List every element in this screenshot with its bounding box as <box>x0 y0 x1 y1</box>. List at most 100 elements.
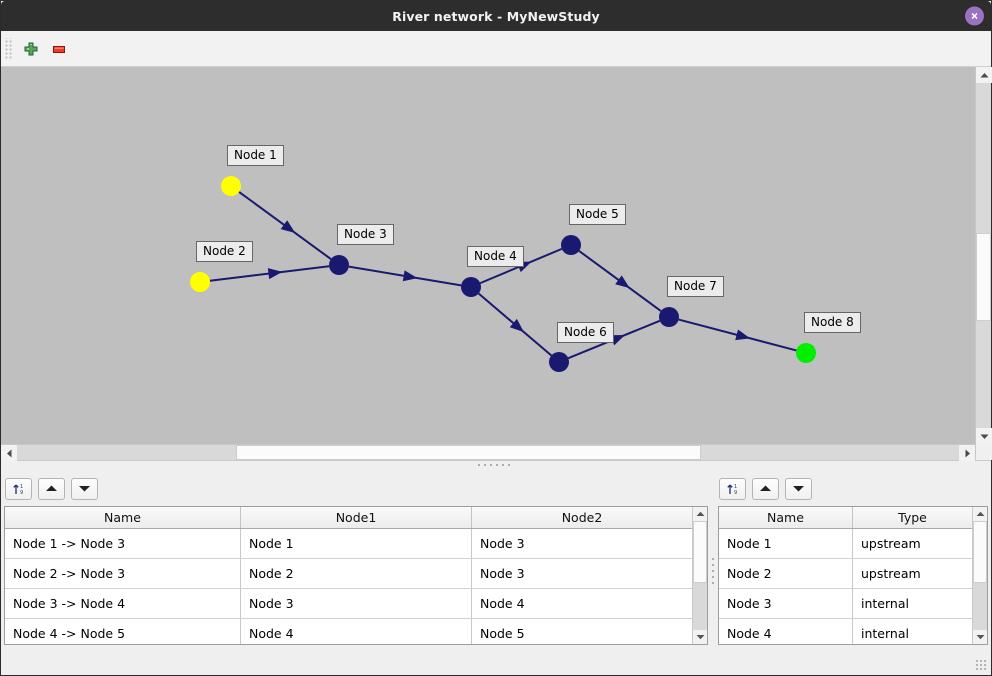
nodes-scroll-up-button[interactable] <box>973 507 987 521</box>
vertical-splitter[interactable] <box>711 471 715 675</box>
table-cell[interactable]: Node 2 -> Node 3 <box>5 558 241 589</box>
table-cell[interactable]: Node 5 <box>471 618 692 644</box>
table-cell[interactable]: internal <box>852 588 972 619</box>
toolbar-drag-handle[interactable] <box>5 37 13 60</box>
graph-node-label[interactable]: Node 1 <box>227 145 284 166</box>
window-title: River network - MyNewStudy <box>392 8 600 24</box>
column-header[interactable]: Node2 <box>471 507 692 529</box>
table-cell[interactable]: Node 4 <box>471 588 692 619</box>
nodes-sort-button[interactable]: 1 9 <box>719 477 746 500</box>
nodes-scroll-track[interactable] <box>973 521 987 630</box>
graph-node-label[interactable]: Node 2 <box>196 241 253 262</box>
main-toolbar <box>1 31 991 67</box>
branches-move-up-button[interactable] <box>38 477 65 500</box>
branches-sort-button[interactable]: 1 9 <box>5 477 32 500</box>
graph-node[interactable] <box>221 176 241 196</box>
graph-node-label[interactable]: Node 6 <box>557 322 614 343</box>
table-cell[interactable]: Node 4 <box>240 618 472 644</box>
nodes-statusbar <box>715 645 991 675</box>
column-header[interactable]: Name <box>5 507 241 529</box>
window-resize-grip[interactable] <box>976 660 988 672</box>
nodes-table-scrollbar[interactable] <box>972 507 987 644</box>
table-cell[interactable]: Node 1 <box>719 528 853 559</box>
graph-horizontal-scrollbar[interactable] <box>1 444 975 461</box>
graph-node[interactable] <box>461 277 481 297</box>
chevron-down-icon <box>980 434 988 439</box>
graph-hscroll-track[interactable] <box>17 445 959 460</box>
add-node-button[interactable] <box>17 35 45 63</box>
graph-node[interactable] <box>549 352 569 372</box>
graph-edges-layer <box>190 176 816 372</box>
scroll-left-button[interactable] <box>1 445 17 461</box>
branches-scroll-track[interactable] <box>693 521 707 630</box>
remove-node-button[interactable] <box>45 35 73 63</box>
scroll-up-button[interactable] <box>976 67 992 83</box>
table-cell[interactable]: Node 3 -> Node 4 <box>5 588 241 619</box>
table-cell[interactable]: upstream <box>852 528 972 559</box>
close-button[interactable] <box>965 6 984 26</box>
table-cell[interactable]: Node 1 -> Node 3 <box>5 528 241 559</box>
graph-node-label[interactable]: Node 5 <box>569 204 626 225</box>
graph-vscroll-thumb[interactable] <box>976 233 991 321</box>
branches-table-scrollbar[interactable] <box>692 507 707 644</box>
close-icon <box>971 12 978 20</box>
column-header[interactable]: Type <box>852 507 972 529</box>
scroll-down-button[interactable] <box>976 428 992 444</box>
branches-scroll-down-button[interactable] <box>693 630 707 644</box>
table-cell[interactable]: Node 2 <box>240 558 472 589</box>
table-cell[interactable]: Node 3 <box>719 588 853 619</box>
graph-vertical-scrollbar[interactable] <box>975 67 992 460</box>
graph-node[interactable] <box>329 255 349 275</box>
table-cell[interactable]: Node 3 <box>240 588 472 619</box>
graph-node-label[interactable]: Node 8 <box>804 312 861 333</box>
table-cell[interactable]: Node 3 <box>471 558 692 589</box>
nodes-scroll-down-button[interactable] <box>973 630 987 644</box>
branches-scroll-thumb[interactable] <box>693 521 707 583</box>
nodes-scroll-thumb[interactable] <box>973 521 987 583</box>
table-cell[interactable]: internal <box>852 618 972 644</box>
graph-node[interactable] <box>659 307 679 327</box>
table-cell[interactable]: upstream <box>852 558 972 589</box>
graph-node-label[interactable]: Node 7 <box>667 276 724 297</box>
graph-vscroll-track[interactable] <box>976 83 991 428</box>
graph-edge-arrow <box>509 318 524 333</box>
chevron-up-icon <box>976 511 984 516</box>
column-header[interactable]: Node1 <box>240 507 472 529</box>
branches-move-down-button[interactable] <box>71 477 98 500</box>
graph-node[interactable] <box>190 272 210 292</box>
graph-node[interactable] <box>561 235 581 255</box>
graph-node[interactable] <box>796 343 816 363</box>
graph-node-label[interactable]: Node 4 <box>467 246 524 267</box>
graph-hscroll-thumb[interactable] <box>236 445 701 460</box>
nodes-move-up-button[interactable] <box>752 477 779 500</box>
table-cell[interactable]: Node 2 <box>719 558 853 589</box>
nodes-move-down-button[interactable] <box>785 477 812 500</box>
table-cell[interactable]: Node 4 <box>719 618 853 644</box>
table-cell[interactable]: Node 4 -> Node 5 <box>5 618 241 644</box>
horizontal-splitter[interactable] <box>1 460 991 471</box>
scroll-right-button[interactable] <box>959 445 975 461</box>
river-network-graph[interactable]: Node 1 Node 2 Node 3 Node 4 Node 5 Node 6 Node… <box>1 67 975 444</box>
column-header[interactable]: Name <box>719 507 853 529</box>
graph-node-label[interactable]: Node 3 <box>337 224 394 245</box>
table-cell[interactable]: Node 3 <box>471 528 692 559</box>
branches-scroll-up-button[interactable] <box>693 507 707 521</box>
window-titlebar: River network - MyNewStudy <box>1 1 991 31</box>
arrow-down-icon <box>79 486 90 492</box>
table-cell[interactable]: Node 1 <box>240 528 472 559</box>
graph-canvas-area: Node 1 Node 2 Node 3 Node 4 Node 5 Node 6 Node… <box>1 67 992 461</box>
